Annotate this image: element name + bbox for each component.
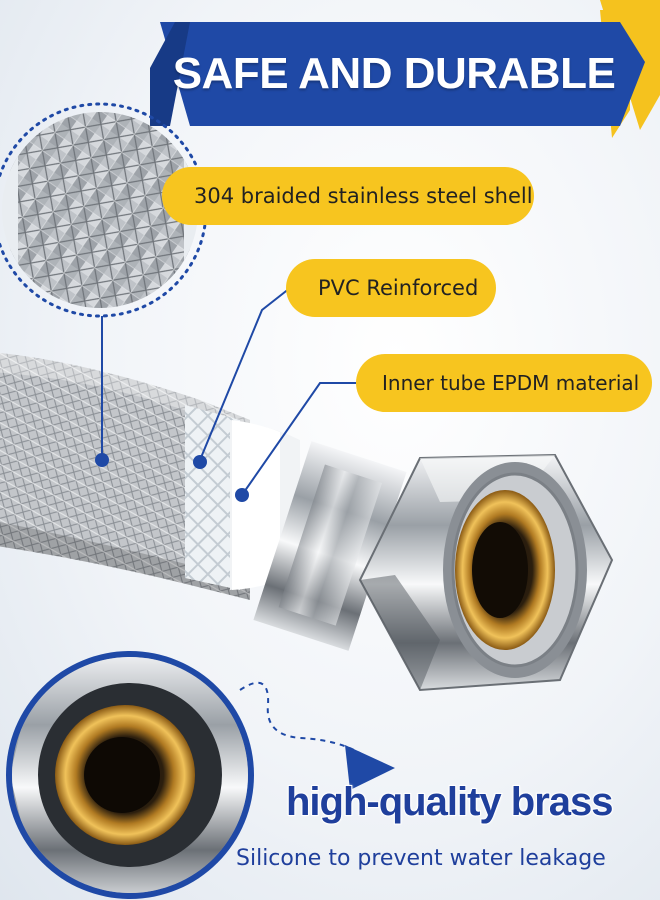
callout-inner-tube: Inner tube EPDM material — [356, 354, 652, 412]
banner-shapes — [150, 0, 660, 138]
fitting — [253, 441, 614, 692]
brass-fitting-zoom-icon — [6, 651, 254, 899]
banner-title: SAFE AND DURABLE — [172, 49, 616, 98]
hose-body — [0, 352, 300, 600]
callout-braided-shell-label: 304 braided stainless steel shell — [194, 184, 533, 208]
callout-dots — [95, 453, 249, 502]
dotted-arrow-icon — [239, 681, 395, 790]
callout-pvc-label: PVC Reinforced — [318, 276, 479, 300]
callout-pvc: PVC Reinforced — [286, 259, 496, 317]
brass-headline: high-quality brass — [285, 779, 614, 825]
header-banner: SAFE AND DURABLE — [170, 22, 618, 126]
callout-inner-tube-label: Inner tube EPDM material — [382, 371, 640, 395]
callout-braided-shell: 304 braided stainless steel shell — [162, 167, 534, 225]
brass-subline: Silicone to prevent water leakage — [236, 846, 606, 871]
